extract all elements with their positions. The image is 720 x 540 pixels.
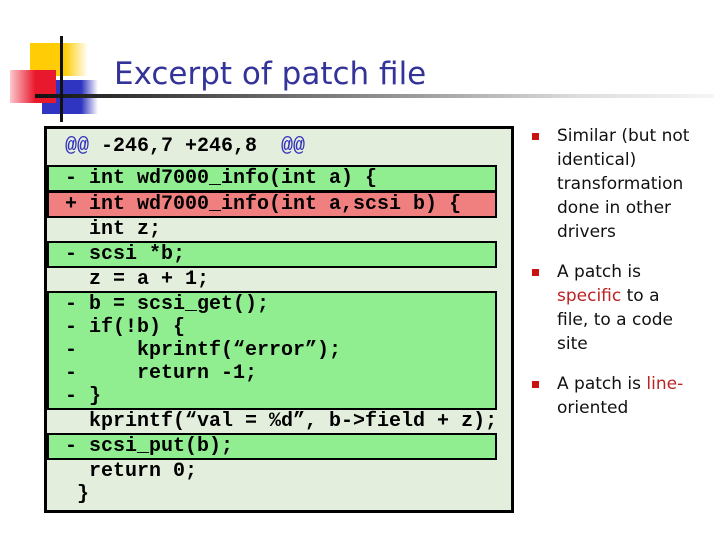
code-line: } — [65, 483, 90, 506]
code-line: + int wd7000_info(int a,scsi b) { — [49, 190, 495, 216]
bullet-list: Similar (but not identical) transformation… — [530, 124, 720, 436]
hunk-at-right: @@ — [281, 135, 306, 158]
code-line: z = a + 1; — [65, 268, 210, 291]
hunk-at-left: @@ — [65, 135, 90, 158]
code-line: - scsi_put(b); — [49, 435, 495, 458]
bullet-line: A patch is line- — [557, 374, 684, 394]
code-line: - return -1; — [49, 362, 495, 385]
logo-vertical-line — [60, 36, 63, 122]
bullet-line: done in other — [557, 198, 672, 218]
patch-code-box: @@ -246,7 +246,8 @@ - int wd7000_info(in… — [44, 126, 514, 513]
bullet-item: A patch is line-oriented — [530, 372, 720, 420]
bullet-text: A patch is specific to a file, to a code si… — [557, 260, 673, 356]
bullet-line: transformation — [557, 174, 684, 194]
code-line: - scsi *b; — [49, 243, 495, 266]
code-line: return 0; — [65, 460, 198, 483]
bullet-line: drivers — [557, 222, 616, 242]
hunk-range: -246,7 +246,8 — [89, 135, 282, 158]
bullet-square-icon — [532, 269, 539, 276]
bullet-line: site — [557, 334, 588, 354]
bullet-square-icon — [532, 133, 539, 140]
bullet-item: Similar (but not identical) transformation… — [530, 124, 720, 244]
bullet-line: oriented — [557, 398, 629, 418]
bullet-text: A patch is line-oriented — [557, 372, 683, 420]
diff-highlight-block: - scsi_put(b); — [47, 433, 497, 460]
diff-highlight-block: - scsi *b; — [47, 241, 497, 268]
code-line: - if(!b) { — [49, 316, 495, 339]
bullet-line: file, to a code — [557, 310, 673, 330]
diff-highlight-block: - b = scsi_get();- if(!b) {- kprintf(“er… — [47, 291, 497, 410]
code-line: - int wd7000_info(int a) { — [49, 167, 495, 190]
bullet-line: identical) — [557, 150, 637, 170]
bullet-line: specific to a — [557, 286, 660, 306]
code-line: kprintf(“val = %d”, b->field + z); — [65, 410, 498, 433]
title-underline-rule — [35, 94, 714, 98]
code-line: - } — [49, 385, 495, 408]
bullet-square-icon — [532, 381, 539, 388]
code-line: int z; — [65, 218, 162, 241]
bullet-line: Similar (but not — [557, 126, 690, 146]
bullet-text: Similar (but not identical) transformation… — [557, 124, 689, 244]
bullet-line: A patch is — [557, 262, 642, 282]
code-line: - kprintf(“error”); — [49, 339, 495, 362]
diff-hunk-header: @@ -246,7 +246,8 @@ — [47, 129, 511, 165]
diff-highlight-block: - int wd7000_info(int a) {+ int wd7000_i… — [47, 165, 497, 218]
code-lines: - int wd7000_info(int a) {+ int wd7000_i… — [47, 165, 511, 506]
bullet-item: A patch is specific to a file, to a code si… — [530, 260, 720, 356]
logo-red-square — [10, 70, 56, 103]
slide-title: Excerpt of patch file — [114, 56, 427, 92]
code-line: - b = scsi_get(); — [49, 293, 495, 316]
